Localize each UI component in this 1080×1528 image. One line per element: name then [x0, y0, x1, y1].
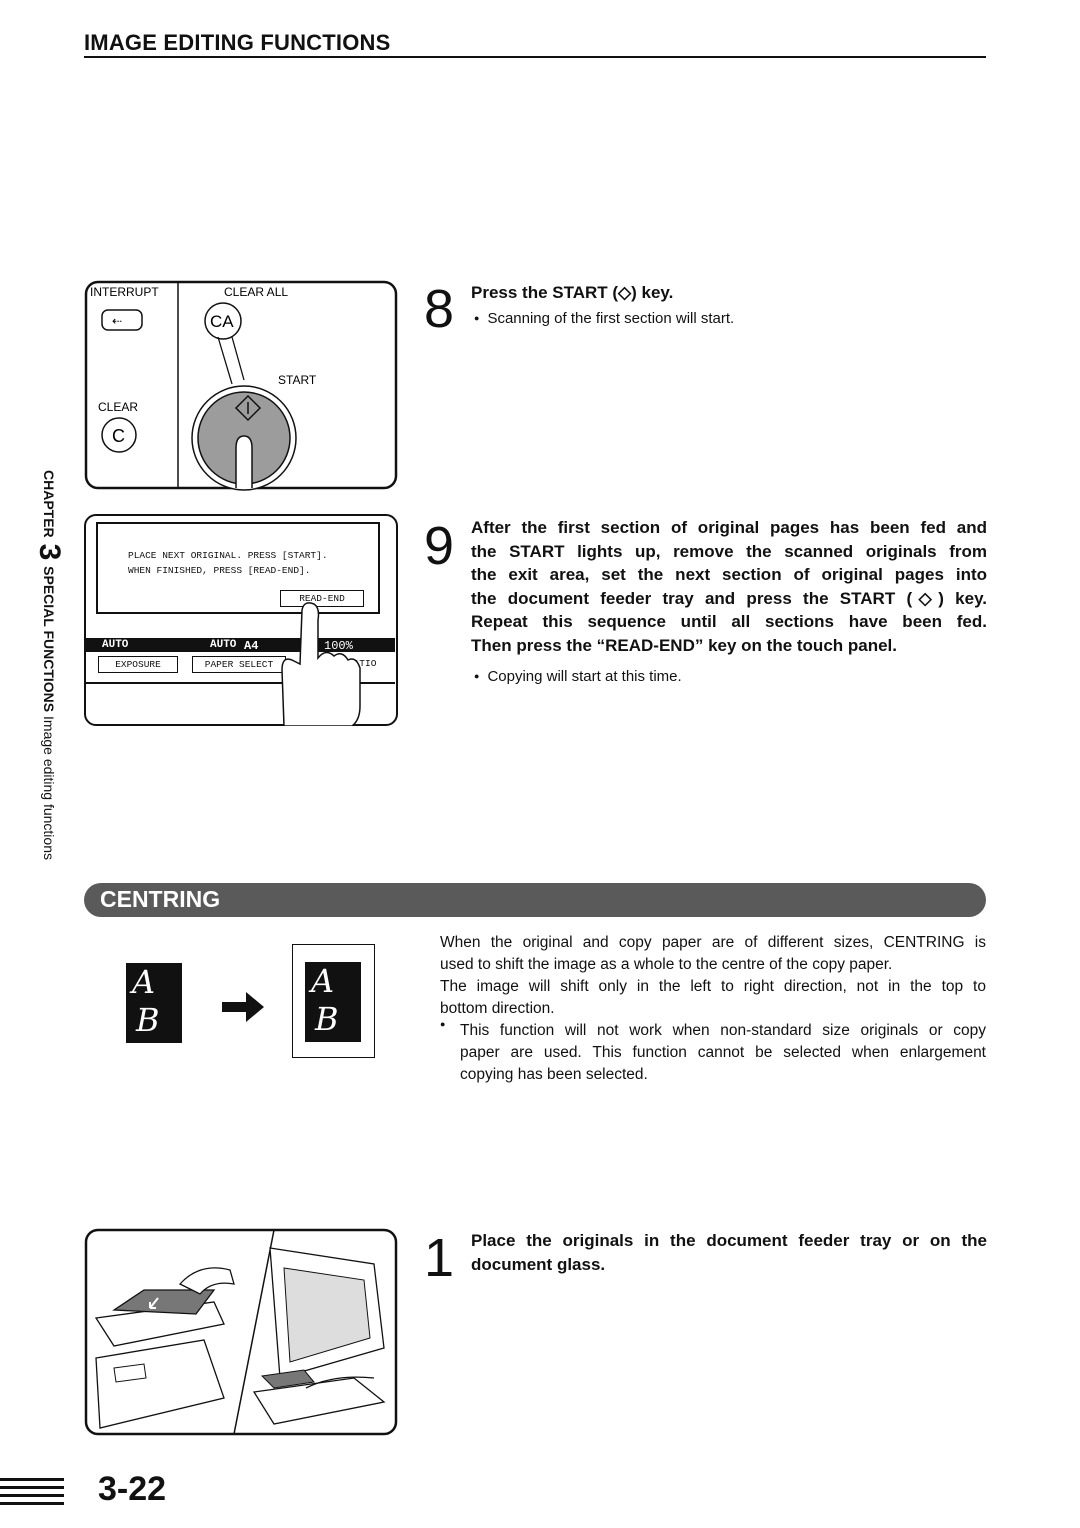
- exposure-key[interactable]: EXPOSURE: [98, 656, 178, 673]
- copy-ratio-key[interactable]: ATIO: [353, 658, 377, 669]
- clear-label: CLEAR: [98, 400, 138, 414]
- page-marker-line: [0, 1486, 64, 1489]
- step-9-line: After the first section of original page…: [471, 518, 987, 537]
- centring-note: This function will not work when non-sta…: [460, 1020, 986, 1086]
- finger-icon: [235, 435, 253, 488]
- chapter-sidebar: CHAPTER 3 SPECIAL FUNCTIONS Image editin…: [28, 470, 68, 990]
- step-8-heading: Press the START (◇) key.: [471, 283, 674, 302]
- interrupt-label: INTERRUPT: [90, 285, 159, 299]
- interrupt-key[interactable]: [101, 309, 143, 331]
- step-9-line: Repeat this sequence until all sections …: [471, 612, 987, 631]
- start-label: START: [278, 373, 317, 387]
- centring-line: The image will shift only in the left to…: [440, 978, 986, 995]
- touch-panel-message-1: PLACE NEXT ORIGINAL. PRESS [START].: [128, 550, 328, 561]
- step-8-number: 8: [424, 279, 455, 339]
- touch-panel-screen: PLACE NEXT ORIGINAL. PRESS [START]. WHEN…: [96, 522, 380, 614]
- feeder-illustration: [84, 1228, 398, 1436]
- letter-a: A: [311, 962, 335, 1000]
- arrow-right-icon: [222, 992, 264, 1022]
- centring-title: CENTRING: [100, 886, 221, 912]
- chapter-section: SPECIAL FUNCTIONS: [41, 566, 57, 713]
- step-1-line: document glass.: [471, 1254, 606, 1274]
- centring-note-line: This function will not work when non-sta…: [460, 1022, 986, 1039]
- title-rule: [84, 56, 986, 58]
- hand-icon: [281, 602, 361, 726]
- centring-line: bottom direction.: [440, 1000, 555, 1017]
- control-panel-illustration: INTERRUPT CLEAR ALL ⇠ CA START CLEAR C: [84, 280, 398, 491]
- letter-b: B: [315, 1000, 339, 1038]
- chapter-word: CHAPTER: [41, 470, 57, 538]
- step-1-line: Place the originals in the document feed…: [471, 1231, 987, 1250]
- start-icon: [234, 394, 262, 422]
- step-9-line: Then press the “READ-END” key on the tou…: [471, 635, 898, 655]
- copy-ratio-value: 100%: [324, 639, 353, 653]
- centring-line: When the original and copy paper are of …: [440, 934, 986, 951]
- paper-select-key[interactable]: PAPER SELECT: [192, 656, 286, 673]
- exposure-value: AUTO: [102, 639, 129, 651]
- chapter-subsection: Image editing functions: [41, 716, 57, 860]
- step-1-heading: Place the originals in the document feed…: [471, 1229, 987, 1276]
- originals-stack: [111, 1289, 216, 1315]
- paper-size-value: A4: [244, 639, 259, 653]
- touch-panel-illustration: PLACE NEXT ORIGINAL. PRESS [START]. WHEN…: [84, 514, 398, 726]
- page-marker-line: [0, 1502, 64, 1505]
- step-9-line: the exit area, set the next section of o…: [471, 565, 987, 584]
- centring-note-line: paper are used. This function cannot be …: [460, 1044, 986, 1061]
- step-9-heading: After the first section of original page…: [471, 516, 987, 657]
- copy-paper: A B: [292, 944, 375, 1058]
- step-9-line: the START lights up, remove the scanned …: [471, 541, 987, 561]
- step-9-number: 9: [424, 516, 455, 576]
- page-number: 3-22: [98, 1470, 167, 1508]
- section-title: IMAGE EDITING FUNCTIONS: [84, 30, 391, 55]
- step-1-number: 1: [424, 1228, 455, 1288]
- centring-description: When the original and copy paper are of …: [440, 932, 986, 1020]
- page-marker-line: [0, 1494, 64, 1497]
- centring-bullet-dot: ●: [440, 1019, 446, 1029]
- original-image-block: A B: [126, 963, 182, 1043]
- clear-all-label: CLEAR ALL: [224, 285, 288, 299]
- c-key-label: C: [112, 426, 125, 446]
- centring-note-line: copying has been selected.: [460, 1066, 648, 1083]
- clear-key[interactable]: [101, 417, 137, 453]
- ca-key-label: CA: [210, 312, 234, 331]
- chapter-number: 3: [33, 543, 66, 561]
- read-end-key[interactable]: READ-END: [280, 590, 364, 607]
- letter-b: B: [136, 1001, 160, 1039]
- clear-all-key[interactable]: [204, 302, 242, 340]
- step-9-bullet: Copying will start at this time.: [474, 668, 681, 685]
- step-8-bullet: Scanning of the first section will start…: [474, 310, 734, 327]
- letter-a: A: [132, 963, 156, 1001]
- centring-bar: [84, 883, 986, 917]
- centred-image-block: A B: [305, 962, 361, 1042]
- paper-auto-value: AUTO: [210, 639, 237, 651]
- interrupt-key-icon: ⇠: [112, 314, 122, 328]
- page-marker-line: [0, 1478, 64, 1481]
- centring-line: used to shift the image as a whole to th…: [440, 956, 893, 973]
- original-on-glass: [260, 1369, 315, 1389]
- touch-panel-message-2: WHEN FINISHED, PRESS [READ-END].: [128, 565, 311, 576]
- step-9-line: the document feeder tray and press the S…: [471, 588, 987, 608]
- hand-icon: [178, 1267, 235, 1295]
